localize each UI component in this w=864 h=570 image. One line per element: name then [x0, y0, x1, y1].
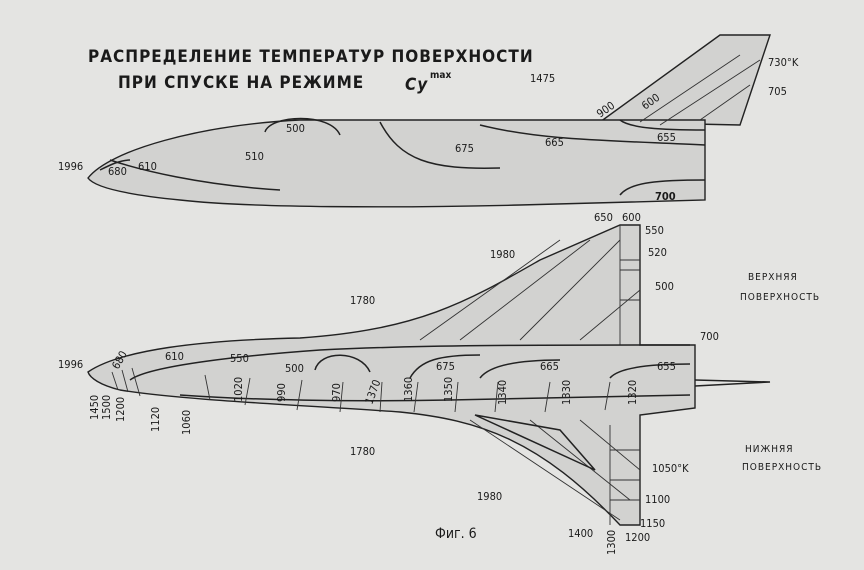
upper-surface-label: ВЕРХНЯЯ	[748, 272, 798, 283]
label: 655	[657, 131, 676, 144]
label: 1450	[88, 395, 101, 420]
label: 1150	[640, 517, 665, 530]
label: 1780	[350, 445, 375, 458]
label: 1100	[645, 493, 670, 506]
side-view-labels: 1996 680 610 500 510 675 665 655 700 147…	[58, 56, 799, 203]
label: 500	[286, 122, 305, 135]
title-symbol: Cy	[405, 75, 428, 95]
label: 990	[275, 383, 288, 402]
label: 1300	[605, 530, 618, 555]
figure-caption: Фиг. 6	[435, 526, 477, 542]
plan-view-lower-labels: 1450 1500 1200 1120 1060 1020 990 970 13…	[88, 377, 689, 555]
label: 550	[645, 224, 664, 237]
label: 550	[230, 352, 249, 365]
label: 1500	[100, 395, 113, 420]
label: 1320	[626, 380, 639, 405]
title-line2: ПРИ СПУСКЕ НА РЕЖИМЕ	[118, 73, 364, 93]
label: 970	[330, 383, 343, 402]
label: 1200	[114, 397, 127, 422]
label: 1330	[560, 380, 573, 405]
label: 1350	[442, 377, 455, 402]
label: 705	[768, 85, 787, 98]
label: 600	[622, 211, 641, 224]
label: 510	[245, 150, 264, 163]
title-line1: РАСПРЕДЕЛЕНИЕ ТЕМПЕРАТУР ПОВЕРХНОСТИ	[88, 47, 534, 67]
label: 500	[285, 362, 304, 375]
label: 700	[655, 190, 676, 203]
label: 1980	[477, 490, 502, 503]
label: 1980	[490, 248, 515, 261]
label: 675	[436, 360, 455, 373]
label: 1200	[625, 531, 650, 544]
label: 1020	[232, 377, 245, 402]
label: 1050°K	[652, 462, 689, 475]
label: 500	[655, 280, 674, 293]
label: 665	[540, 360, 559, 373]
label: 700	[700, 330, 719, 343]
title-superscript: max	[430, 70, 451, 81]
label: 1360	[402, 377, 415, 402]
label: 655	[657, 360, 676, 373]
lower-surface-label: НИЖНЯЯ	[745, 444, 793, 455]
label: 1996	[58, 358, 83, 371]
surface-labels: ВЕРХНЯЯ ПОВЕРХНОСТЬ НИЖНЯЯ ПОВЕРХНОСТЬ	[740, 272, 822, 473]
side-view	[87, 34, 771, 208]
label: 610	[138, 160, 157, 173]
label: 675	[455, 142, 474, 155]
label: 680	[108, 165, 127, 178]
label: 1780	[350, 294, 375, 307]
plan-view-upper-labels: 1996 680 610 550 500 675 665 655 1780 19…	[58, 211, 719, 375]
label: 520	[648, 246, 667, 259]
plan-view	[87, 224, 771, 526]
label: 1340	[496, 380, 509, 405]
label: 610	[165, 350, 184, 363]
label: 1400	[568, 527, 593, 540]
lower-surface-label: ПОВЕРХНОСТЬ	[742, 462, 822, 473]
label: 665	[545, 136, 564, 149]
label: 1060	[180, 410, 193, 435]
label: 1475	[530, 72, 555, 85]
label: 650	[594, 211, 613, 224]
label: 1120	[149, 407, 162, 432]
label: 1996	[58, 160, 83, 173]
upper-surface-label: ПОВЕРХНОСТЬ	[740, 292, 820, 303]
label: 730°K	[768, 56, 799, 69]
